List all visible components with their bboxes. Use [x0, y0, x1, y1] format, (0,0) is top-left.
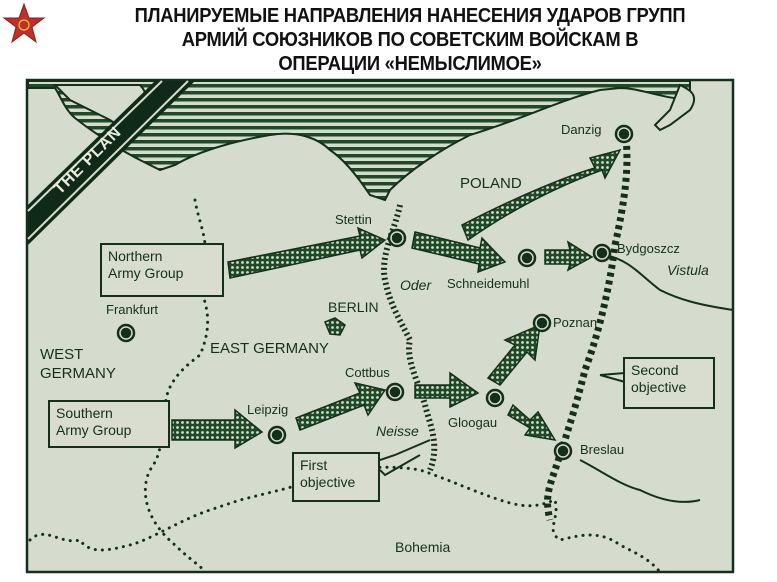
marker-poznan — [532, 313, 552, 333]
city-label-cottbus: Cottbus — [345, 365, 390, 380]
city-label-breslau: Breslau — [580, 442, 625, 457]
river-label-neisse: Neisse — [376, 423, 419, 439]
arrow-leipzig-to-cottbus — [295, 381, 387, 431]
second-objective-leader — [599, 372, 626, 383]
arrow-cottbus-to-gloogau — [414, 371, 480, 409]
title-line-3: ОПЕРАЦИИ «НЕМЫСЛИМОЕ» — [278, 53, 542, 75]
city-label-berlin: BERLIN — [328, 299, 379, 315]
marker-schneidemuhl — [517, 248, 537, 268]
callout-line: Southern — [56, 405, 113, 421]
berlin-area — [324, 317, 346, 336]
arrow-north-to-stettin — [227, 226, 387, 279]
callout-line: objective — [300, 474, 356, 490]
marker-breslau — [553, 441, 573, 461]
city-label-schneidemuhl: Schneidemuhl — [447, 276, 530, 291]
marker-cottbus — [385, 382, 405, 402]
callout-line: Second — [631, 362, 679, 378]
second-objective-line — [544, 129, 631, 521]
marker-bydgoszcz — [592, 243, 612, 263]
city-label-leipzig: Leipzig — [247, 402, 289, 417]
river-label-oder: Oder — [400, 277, 432, 293]
city-label-stettin: Stettin — [335, 212, 372, 227]
marker-danzig — [614, 124, 634, 144]
marker-gloogau — [485, 388, 505, 408]
first-objective-leader — [379, 439, 431, 477]
region-label-bohemia: Bohemia — [395, 539, 451, 555]
region-label-east-germany: EAST GERMANY — [210, 340, 329, 357]
city-label-poznan: Poznan — [553, 315, 598, 330]
callout-line: objective — [631, 379, 687, 395]
arrow-south-to-leipzig — [171, 408, 264, 450]
callout-line: Northern — [108, 248, 163, 264]
city-label-frankfurt: Frankfurt — [106, 302, 159, 317]
callout-line: First — [300, 457, 328, 473]
marker-frankfurt — [116, 323, 136, 343]
city-label-gloogau: Gloogau — [448, 415, 498, 430]
arrow-to-danzig — [461, 148, 622, 242]
southern-army-group-callout: Southern Army Group — [48, 400, 170, 448]
title-line-2: АРМИЙ СОЮЗНИКОВ ПО СОВЕТСКИМ ВОЙСКАМ В — [181, 29, 639, 51]
river-south — [579, 459, 701, 503]
arrow-gloogau-to-poznan — [486, 323, 541, 386]
title-line-1: ПЛАНИРУЕМЫЕ НАПРАВЛЕНИЯ НАНЕСЕНИЯ УДАРОВ… — [134, 5, 686, 27]
first-objective-callout: First objective — [292, 452, 380, 502]
attack-arrows — [171, 148, 622, 450]
callout-line: Army Group — [108, 265, 184, 281]
region-label-poland: POLAND — [460, 175, 522, 192]
hel-peninsula — [653, 83, 696, 132]
callout-line: Army Group — [56, 422, 132, 438]
arrow-stettin-to-schneidemuhl — [411, 231, 507, 274]
second-objective-callout: Second objective — [623, 357, 715, 409]
city-markers — [116, 124, 634, 461]
city-label-bydgoszcz: Bydgoszcz — [617, 241, 680, 256]
arrow-schneidemuhl-to-bydgoszcz — [544, 240, 594, 272]
marker-stettin — [387, 228, 407, 248]
marker-leipzig — [267, 425, 287, 445]
arrow-gloogau-to-breslau — [507, 403, 557, 442]
northern-army-group-callout: Northern Army Group — [100, 243, 224, 297]
city-label-danzig: Danzig — [561, 122, 602, 137]
river-label-vistula: Vistula — [667, 262, 709, 278]
page-title: ПЛАНИРУЕМЫЕ НАПРАВЛЕНИЯ НАНЕСЕНИЯ УДАРОВ… — [88, 4, 732, 76]
vistula-river — [604, 254, 734, 311]
red-star-hammer-sickle-icon — [2, 2, 46, 44]
region-label-west-germany: WEST GERMANY — [40, 346, 116, 382]
border-bohemia — [28, 465, 662, 574]
